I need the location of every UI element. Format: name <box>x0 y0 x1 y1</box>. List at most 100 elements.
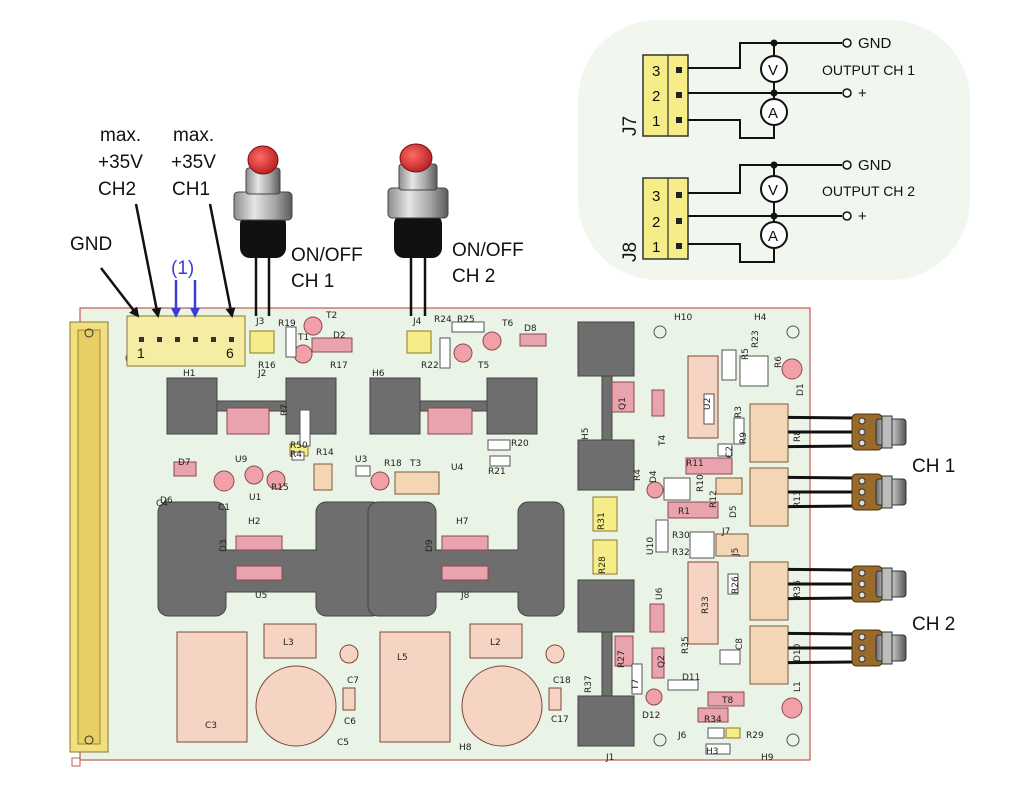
component-ref-r17: R17 <box>330 361 348 371</box>
potentiometers <box>787 413 907 667</box>
component-ref-r30: R30 <box>672 531 690 541</box>
component-ref-r11: R11 <box>686 459 704 469</box>
j8-pin1: 1 <box>652 239 660 256</box>
output-ch1-label: OUTPUT CH 1 <box>822 62 915 78</box>
component-ref-t3: T3 <box>409 459 421 469</box>
pot-footprints <box>313 403 789 685</box>
component-ref-l5: L5 <box>397 653 408 663</box>
plus-terminal-ch2 <box>842 211 852 221</box>
resistor-pads <box>285 321 769 755</box>
component-ref-u6: U6 <box>655 587 665 600</box>
component-ref-c8: C8 <box>735 638 745 650</box>
note-1-label: (1) <box>171 258 194 279</box>
potentiometer-1[interactable] <box>787 413 907 451</box>
component-ref-r18: R18 <box>384 459 402 469</box>
component-ref-d6: D6 <box>160 496 173 506</box>
component-ref-q2: Q2 <box>657 655 667 668</box>
component-ref-d11: D11 <box>682 673 700 683</box>
component-ref-t1: T1 <box>297 333 309 343</box>
voltmeter-ch1-symbol: V <box>768 62 778 79</box>
component-ref-r6: R6 <box>774 356 784 368</box>
small-connectors <box>249 330 741 739</box>
output-ch2-label: OUTPUT CH 2 <box>822 183 915 199</box>
gnd-label-ch2: GND <box>858 157 892 174</box>
channel-ch1-label: CH 1 <box>912 456 955 477</box>
j8-label: J8 <box>620 242 641 262</box>
component-ref-r25: R25 <box>457 315 475 325</box>
mount-hole <box>786 733 800 747</box>
voltmeter-ch2 <box>760 175 788 203</box>
component-ref-r24: R24 <box>434 315 452 325</box>
gnd-label: GND <box>70 234 112 255</box>
gnd-label-ch1: GND <box>858 35 892 52</box>
component-ref-l1: L1 <box>793 681 803 692</box>
component-ref-t5: T5 <box>477 361 489 371</box>
component-ref-r36: R36 <box>793 580 803 598</box>
supply-labels: GND max. +35V CH2 max. +35V CH1 (1) <box>70 125 216 279</box>
component-ref-h8: H8 <box>459 743 472 753</box>
component-ref-r19: R19 <box>278 319 296 329</box>
component-ref-d1: D1 <box>796 383 806 396</box>
channel-ch2-label: CH 2 <box>912 614 955 635</box>
potentiometer-4[interactable] <box>787 629 907 667</box>
plus-terminal-ch1 <box>842 88 852 98</box>
j7-pin2: 2 <box>652 88 660 105</box>
component-ref-u3: U3 <box>355 455 367 465</box>
ch2-max-line2: +35V <box>98 152 143 173</box>
component-ref-r1: R1 <box>678 507 690 517</box>
component-ref-d5: D5 <box>729 505 739 518</box>
component-ref-c3: C3 <box>205 721 217 731</box>
component-ref-u4: U4 <box>451 463 464 473</box>
potentiometer-2[interactable] <box>787 473 907 511</box>
component-ref-r22: R22 <box>421 361 439 371</box>
output-ch2-wiring: 3 2 1 J8 V A GND + OUTPUT CH 2 <box>620 157 915 263</box>
component-ref-h9: H9 <box>761 753 774 763</box>
component-ref-r4: R4 <box>633 469 643 481</box>
switch-ch2[interactable] <box>387 143 449 316</box>
switch-ch1-line2: CH 1 <box>291 271 334 292</box>
ch2-max-line3: CH2 <box>98 179 136 200</box>
component-ref-h6: H6 <box>372 369 385 379</box>
pin-6-label: 6 <box>226 345 234 361</box>
component-ref-j7: J7 <box>721 527 730 537</box>
component-ref-h7: H7 <box>456 517 469 527</box>
component-ref-c18: C18 <box>553 676 571 686</box>
power-header-j2 <box>126 315 246 367</box>
mount-hole <box>786 325 800 339</box>
component-ref-l2: L2 <box>490 638 501 648</box>
component-ref-r50: R50 <box>290 441 308 451</box>
component-ref-r28: R28 <box>598 556 608 574</box>
voltmeter-ch2-symbol: V <box>768 182 778 199</box>
component-ref-r14: R14 <box>316 448 334 458</box>
component-ref-j4: J4 <box>412 317 422 327</box>
component-ref-r23: R23 <box>751 330 761 348</box>
component-ref-j2: J2 <box>257 369 266 379</box>
component-ref-r16: R16 <box>258 361 276 371</box>
potentiometer-3[interactable] <box>787 565 907 603</box>
heatsink-pads <box>166 321 635 747</box>
component-ref-r31: R31 <box>597 512 607 530</box>
component-ref-r20: R20 <box>511 439 529 449</box>
component-ref-r34: R34 <box>704 715 722 725</box>
ammeter-ch1-symbol: A <box>768 105 778 122</box>
component-ref-u10: U10 <box>646 537 656 555</box>
component-ref-r13: R13 <box>793 490 803 508</box>
component-ref-r12: R12 <box>709 490 719 508</box>
component-ref-j6: J6 <box>677 731 687 741</box>
component-ref-d7: D7 <box>178 458 191 468</box>
ic-u6 <box>687 561 719 645</box>
ch1-max-line3: CH1 <box>172 179 210 200</box>
component-ref-c4: C4 <box>156 499 168 509</box>
component-ref-h10: H10 <box>674 313 692 323</box>
component-ref-j3: J3 <box>255 317 264 327</box>
component-ref-r26: R26 <box>731 576 741 594</box>
pink-pads <box>173 333 745 723</box>
component-ref-h5: H5 <box>581 428 591 441</box>
component-ref-r32: R32 <box>672 548 690 558</box>
switch-ch1[interactable] <box>233 145 293 316</box>
mount-hole <box>653 325 667 339</box>
component-ref-c2: C2 <box>725 446 735 458</box>
component-ref-u9: U9 <box>235 455 248 465</box>
component-ref-r4: R4 <box>290 450 302 460</box>
